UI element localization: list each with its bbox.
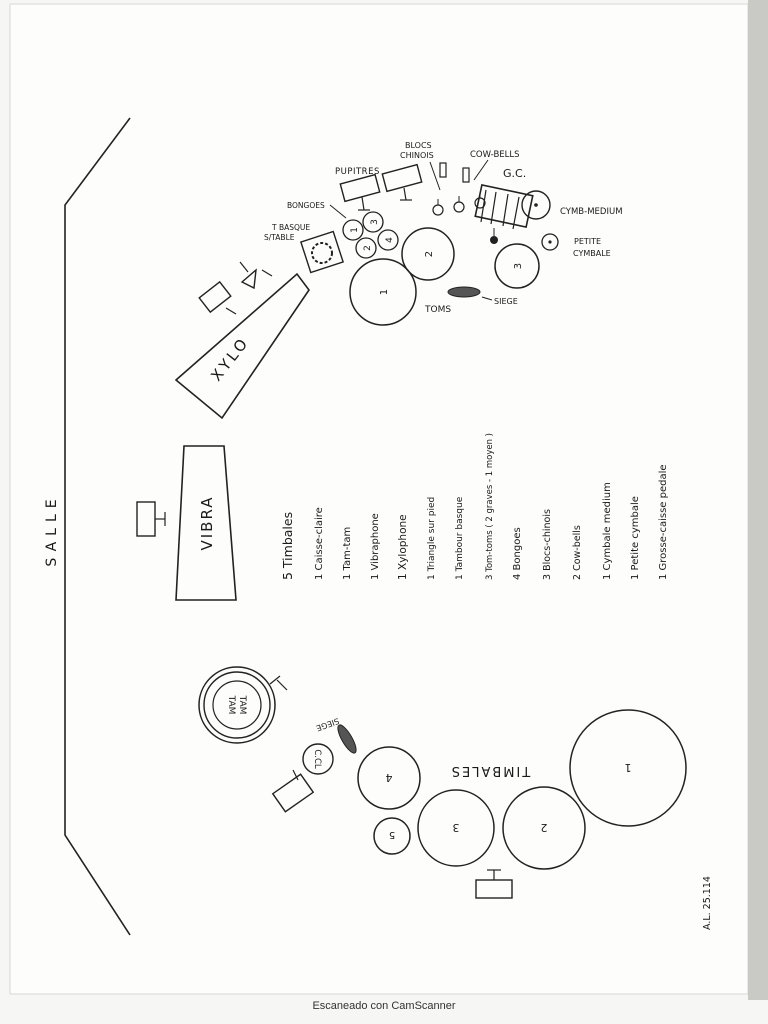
label-t-basque: T BASQUE <box>271 223 310 232</box>
svg-text:4: 4 <box>386 771 393 784</box>
svg-text:3: 3 <box>453 821 460 834</box>
label-pupitres: PUPITRES <box>335 167 380 177</box>
siege-right-arrow <box>481 296 493 301</box>
blocs-arrow <box>429 161 441 191</box>
triangle-stand <box>239 261 273 290</box>
bongo-3: 3 <box>362 211 384 233</box>
bongo-1: 1 <box>342 219 364 241</box>
scanner-footer: Escaneado con CamScanner <box>312 1000 456 1012</box>
petite-cymbale <box>541 233 559 251</box>
timbale-2: 2 <box>502 786 586 870</box>
svg-text:TAM: TAM <box>226 695 236 715</box>
instrument-item: 1 Caisse-claire <box>314 507 325 580</box>
instrument-item: 5 Timbales <box>280 512 295 580</box>
instrument-item: 1 Tam-tam <box>342 527 353 580</box>
caisse-claire: C.CL <box>302 743 334 775</box>
instrument-item: 2 Cow-bells <box>572 525 583 580</box>
xylo-stand <box>198 280 237 315</box>
svg-text:C.CL: C.CL <box>312 749 322 769</box>
timbales-stand <box>475 869 513 899</box>
svg-text:4: 4 <box>385 237 395 243</box>
tam-tam: TAM TAM <box>198 666 288 744</box>
bongo-4: 4 <box>377 229 399 251</box>
siege-left <box>337 724 357 754</box>
instrument-item: 1 Tambour basque <box>455 496 465 580</box>
instrument-item: 1 Cymbale medium <box>602 482 613 580</box>
svg-text:1: 1 <box>379 289 390 295</box>
bloc-chinois-1 <box>432 199 444 216</box>
instrument-item: 1 Triangle sur pied <box>427 497 437 580</box>
bloc-chinois-2 <box>453 196 465 213</box>
cow-bells-arrow <box>473 159 489 181</box>
label-gc: G.C. <box>503 167 526 180</box>
hall-label: SALLE <box>44 493 60 566</box>
label-bongoes: BONGOES <box>287 201 325 210</box>
instrument-list: 5 Timbales 1 Caisse-claire 1 Tam-tam 1 V… <box>280 433 669 580</box>
label-vibra: VIBRA <box>198 495 216 550</box>
tom-3: 3 <box>494 243 540 289</box>
svg-text:1: 1 <box>625 761 632 774</box>
svg-text:3: 3 <box>513 263 524 269</box>
instrument-item: 4 Bongoes <box>512 527 523 580</box>
timbale-5: 5 <box>373 817 411 855</box>
label-siege-right: SIEGE <box>494 297 518 306</box>
tom-1: 1 <box>349 258 417 326</box>
label-s-table: S/TABLE <box>264 233 295 242</box>
label-cow-bells: COW-BELLS <box>470 150 520 160</box>
paper-sheet <box>9 3 749 995</box>
music-stand-2 <box>381 163 423 201</box>
instrument-item: 1 Grosse-caisse pedale <box>658 464 669 580</box>
svg-text:2: 2 <box>424 251 435 257</box>
bloc-chinois-rect <box>439 162 447 178</box>
tambour-basque-table <box>300 230 344 274</box>
vibra-stand <box>136 501 166 537</box>
siege-right <box>447 286 481 298</box>
label-cymb-medium: CYMB-MEDIUM <box>560 207 623 217</box>
svg-text:2: 2 <box>363 245 373 251</box>
timbale-3: 3 <box>417 789 495 867</box>
svg-text:5: 5 <box>389 829 395 840</box>
instrument-item: 1 Petite cymbale <box>630 496 641 580</box>
cow-bell-rect <box>462 167 470 183</box>
instrument-item: 1 Xylophone <box>397 514 409 580</box>
right-edge-shadow <box>748 0 768 1000</box>
bongo-2: 2 <box>355 237 377 259</box>
label-toms: TOMS <box>424 305 451 315</box>
vibraphone: VIBRA <box>175 445 237 601</box>
hall-outline <box>64 117 131 936</box>
svg-text:2: 2 <box>541 821 548 834</box>
bongoes-arrow <box>329 204 347 219</box>
instrument-item: 1 Vibraphone <box>370 513 381 580</box>
grosse-caisse-pedal <box>474 183 534 244</box>
timbale-1: 1 <box>569 709 687 827</box>
instrument-item: 3 Blocs-chinois <box>542 509 553 580</box>
instrument-item: 3 Tom-toms ( 2 graves - 1 moyen ) <box>485 433 495 580</box>
timbale-4: 4 <box>357 746 421 810</box>
svg-text:TAM: TAM <box>237 695 247 715</box>
label-chinois: CHINOIS <box>400 151 434 160</box>
label-cymbale: CYMBALE <box>573 249 611 258</box>
ccl-stand <box>271 769 315 813</box>
tom-2: 2 <box>401 227 455 281</box>
label-timbales: TIMBALES <box>450 763 532 778</box>
music-stand-1 <box>339 173 381 211</box>
svg-text:1: 1 <box>350 227 360 233</box>
svg-text:3: 3 <box>370 219 380 225</box>
cymbale-medium <box>521 190 551 220</box>
label-petite: PETITE <box>574 237 601 246</box>
label-blocs: BLOCS <box>405 141 432 150</box>
reference-number: A.L. 25.114 <box>702 876 713 930</box>
